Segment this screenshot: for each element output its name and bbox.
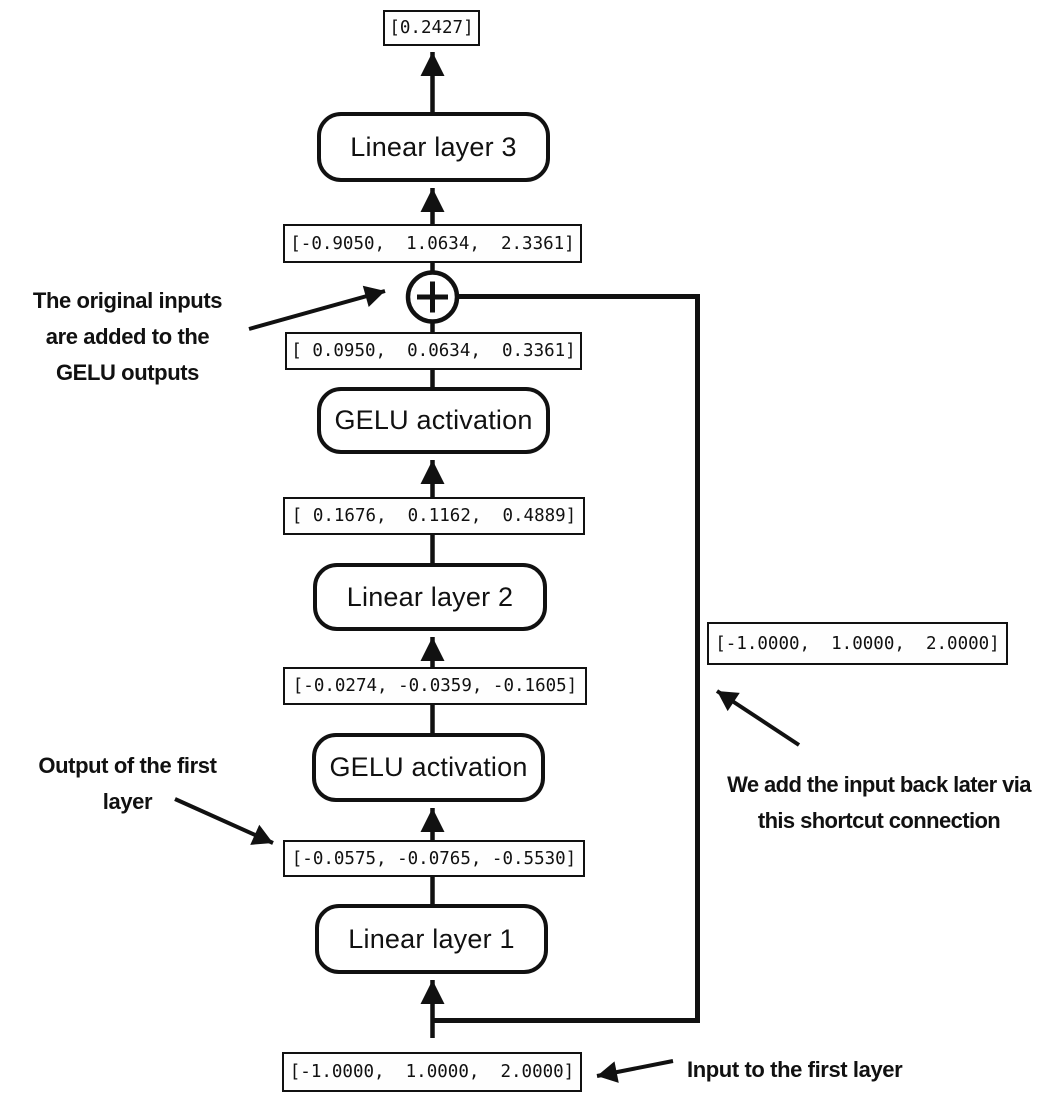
annotation-arrow-shortcut-note bbox=[715, 689, 801, 747]
annotation-output-note-line2: layer bbox=[102, 789, 153, 814]
annotation-add-note-line1: The original inputs bbox=[32, 288, 223, 313]
add-operator-icon bbox=[405, 270, 460, 324]
annotation-shortcut-note-line2: this shortcut connection bbox=[757, 808, 1001, 833]
annotation-arrow-output-note bbox=[174, 797, 274, 845]
annotation-input-note-line1: Input to the first layer bbox=[687, 1057, 903, 1082]
block-gelu-activation-1: GELU activation bbox=[312, 733, 545, 802]
annotation-output-note-line1: Output of the first bbox=[38, 753, 217, 778]
block-linear-layer-2: Linear layer 2 bbox=[313, 563, 547, 631]
shortcut-connection-line bbox=[432, 294, 700, 1023]
block-gelu-activation-2: GELU activation bbox=[317, 387, 550, 454]
value-box-linear1-output: [-0.0575, -0.0765, -0.5530] bbox=[283, 840, 585, 877]
annotation-shortcut-note: We add the input back later via this sho… bbox=[713, 767, 1045, 839]
annotation-input-note: Input to the first layer bbox=[687, 1052, 937, 1088]
block-linear-layer-3: Linear layer 3 bbox=[317, 112, 550, 182]
annotation-arrow-input-note bbox=[596, 1059, 674, 1083]
annotation-add-note-line3: GELU outputs bbox=[55, 360, 200, 385]
annotation-arrow-add-note bbox=[248, 285, 386, 331]
annotation-add-note: The original inputs are added to the GEL… bbox=[10, 283, 245, 391]
value-box-final-output: [0.2427] bbox=[383, 10, 480, 46]
value-box-shortcut-input: [-1.0000, 1.0000, 2.0000] bbox=[707, 622, 1008, 665]
annotation-output-note: Output of the first layer bbox=[20, 748, 235, 820]
block-linear-layer-1: Linear layer 1 bbox=[315, 904, 548, 974]
annotation-add-note-line2: are added to the bbox=[45, 324, 210, 349]
annotation-shortcut-note-line1: We add the input back later via bbox=[727, 772, 1031, 797]
value-box-input: [-1.0000, 1.0000, 2.0000] bbox=[282, 1052, 582, 1092]
value-box-linear2-output: [ 0.1676, 0.1162, 0.4889] bbox=[283, 497, 585, 535]
value-box-after-addition: [-0.9050, 1.0634, 2.3361] bbox=[283, 224, 582, 263]
value-box-gelu2-output: [ 0.0950, 0.0634, 0.3361] bbox=[285, 332, 582, 370]
value-box-gelu1-output: [-0.0274, -0.0359, -0.1605] bbox=[283, 667, 587, 705]
